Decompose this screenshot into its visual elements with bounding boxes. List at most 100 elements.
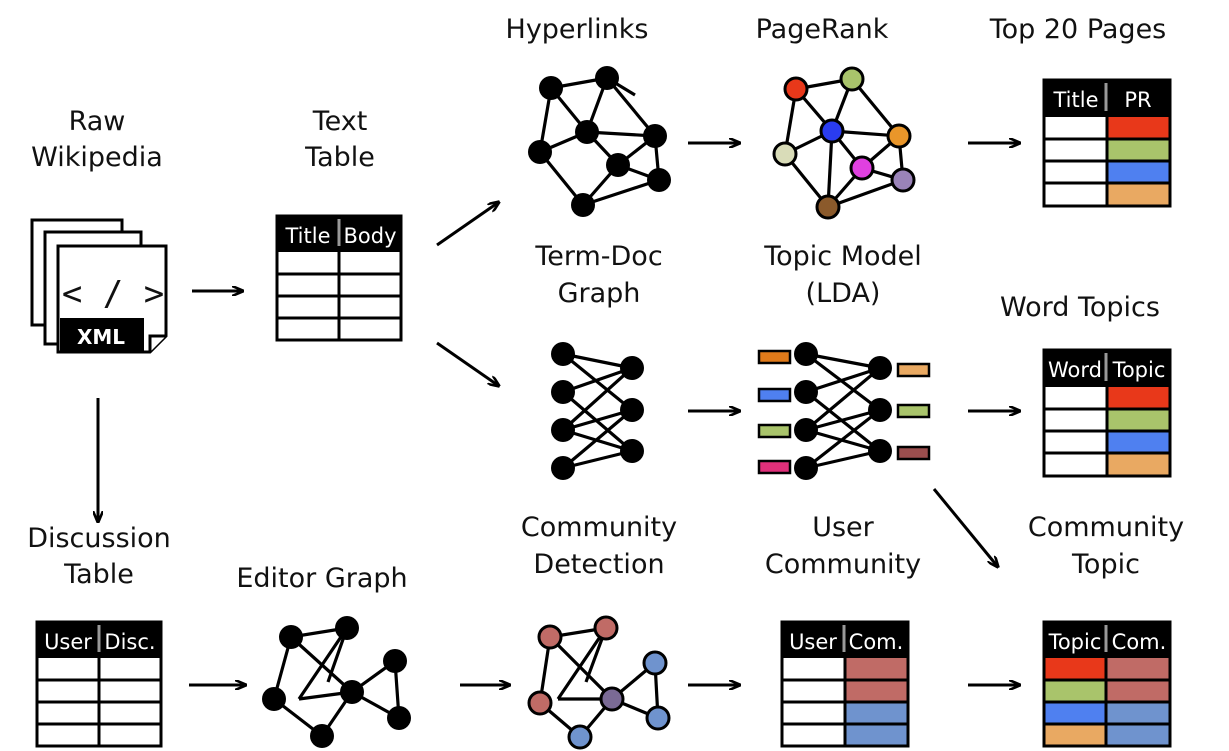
pagerank-graph [772, 66, 916, 220]
graph-node [539, 76, 563, 100]
graph-node [647, 168, 671, 192]
arrow-text-to-termdoc [436, 341, 499, 386]
top20-pages-table-icon: Title PR [1042, 78, 1172, 208]
user-community-col2-header: Com. [849, 630, 904, 654]
xml-badge: XML [77, 325, 125, 349]
community-detection-label-line1: Community [521, 512, 677, 543]
editor-node [383, 649, 407, 673]
doc-node [620, 356, 644, 380]
raw-wikipedia-label-line2: Wikipedia [31, 142, 163, 173]
graph-node [595, 66, 619, 90]
community-node-blue [642, 650, 668, 676]
hyperlinks-label: Hyperlinks [506, 14, 649, 45]
term-node [794, 380, 818, 404]
term-node [794, 456, 818, 480]
arrow-lda-to-community-topic [932, 488, 998, 567]
topic-model-label-line1: Topic Model [763, 241, 922, 272]
topic-vector [757, 459, 792, 475]
term-node [794, 342, 818, 366]
topic-model-label-line2: (LDA) [806, 278, 881, 309]
user-community-label-line1: User [812, 512, 874, 543]
top20-pages-label: Top 20 Pages [989, 14, 1167, 45]
community-topic-col1-header: Topic [1048, 630, 1102, 654]
pagerank-label: PageRank [756, 14, 889, 45]
term-node [551, 418, 575, 442]
topic-vector [896, 445, 931, 461]
text-table-label-line1: Text [312, 106, 368, 137]
editor-node [335, 616, 359, 640]
community-node-purple [599, 686, 625, 712]
discussion-table-label-line2: Table [63, 559, 134, 590]
word-topics-col2-header: Topic [1112, 358, 1166, 382]
term-node [551, 456, 575, 480]
xml-document-stack-icon: < / > XML [30, 218, 168, 354]
editor-node [387, 706, 411, 730]
editor-node [279, 625, 303, 649]
community-node-blue [645, 705, 671, 731]
user-community-label-line2: Community [765, 549, 921, 580]
top20-col1-header: Title [1052, 88, 1098, 112]
discussion-col1-header: User [44, 630, 92, 654]
graph-node [643, 124, 667, 148]
community-topic-table-icon: Topic Com. [1042, 620, 1172, 748]
community-detection-graph [527, 615, 671, 750]
pagerank-node [819, 118, 845, 144]
pagerank-node [849, 155, 875, 181]
word-topics-col1-header: Word [1048, 358, 1102, 382]
pagerank-node [783, 76, 809, 102]
doc-node [620, 439, 644, 463]
text-table-icon: Title Body [275, 214, 403, 342]
term-node [794, 418, 818, 442]
topic-vector [896, 403, 931, 419]
topic-vector [757, 349, 792, 365]
discussion-col2-header: Disc. [104, 630, 155, 654]
top20-col2-header: PR [1124, 88, 1151, 112]
graph-node [575, 120, 599, 144]
pagerank-node [772, 141, 798, 167]
termdoc-graph-label-line2: Graph [558, 278, 641, 309]
community-topic-label-line2: Topic [1071, 549, 1140, 580]
community-topic-label-line1: Community [1028, 512, 1184, 543]
word-topics-table-icon: Word Topic [1042, 348, 1172, 478]
graph-node [528, 140, 552, 164]
doc-node [868, 398, 892, 422]
user-community-col1-header: User [789, 630, 837, 654]
user-community-table-icon: User Com. [780, 620, 910, 748]
pagerank-node [839, 66, 865, 92]
topic-vector [896, 362, 931, 378]
doc-node [868, 356, 892, 380]
arrow-text-to-hyperlinks [436, 202, 499, 247]
flow-arrows [98, 143, 1020, 685]
community-node-rose [527, 690, 553, 716]
term-node [551, 342, 575, 366]
text-table-col2-header: Body [343, 224, 396, 248]
community-node-rose [593, 615, 619, 641]
graph-node [571, 193, 595, 217]
text-table-col1-header: Title [284, 224, 330, 248]
editor-node [340, 680, 364, 704]
pagerank-node [890, 167, 916, 193]
pagerank-node [886, 123, 912, 149]
pagerank-node [815, 194, 841, 220]
editor-node [262, 687, 286, 711]
hyperlinks-graph [528, 66, 671, 217]
termdoc-graph-label-line1: Term-Doc [534, 241, 662, 272]
text-table-label-line2: Table [304, 142, 375, 173]
editor-graph-label: Editor Graph [236, 563, 407, 594]
doc-node [620, 398, 644, 422]
community-topic-col2-header: Com. [1112, 630, 1167, 654]
termdoc-bipartite-graph [551, 342, 644, 480]
community-node-rose [537, 624, 563, 650]
community-node-blue [567, 724, 593, 750]
discussion-table-label-line1: Discussion [27, 523, 171, 554]
doc-node [868, 439, 892, 463]
xml-code-glyph: < / > [62, 274, 164, 314]
topic-vector [757, 423, 792, 439]
community-detection-label-line2: Detection [533, 549, 664, 580]
graph-node [606, 153, 630, 177]
word-topics-label: Word Topics [1000, 292, 1160, 323]
editor-graph [262, 616, 411, 748]
lda-topic-graph [757, 342, 931, 480]
discussion-table-icon: User Disc. [35, 620, 163, 748]
